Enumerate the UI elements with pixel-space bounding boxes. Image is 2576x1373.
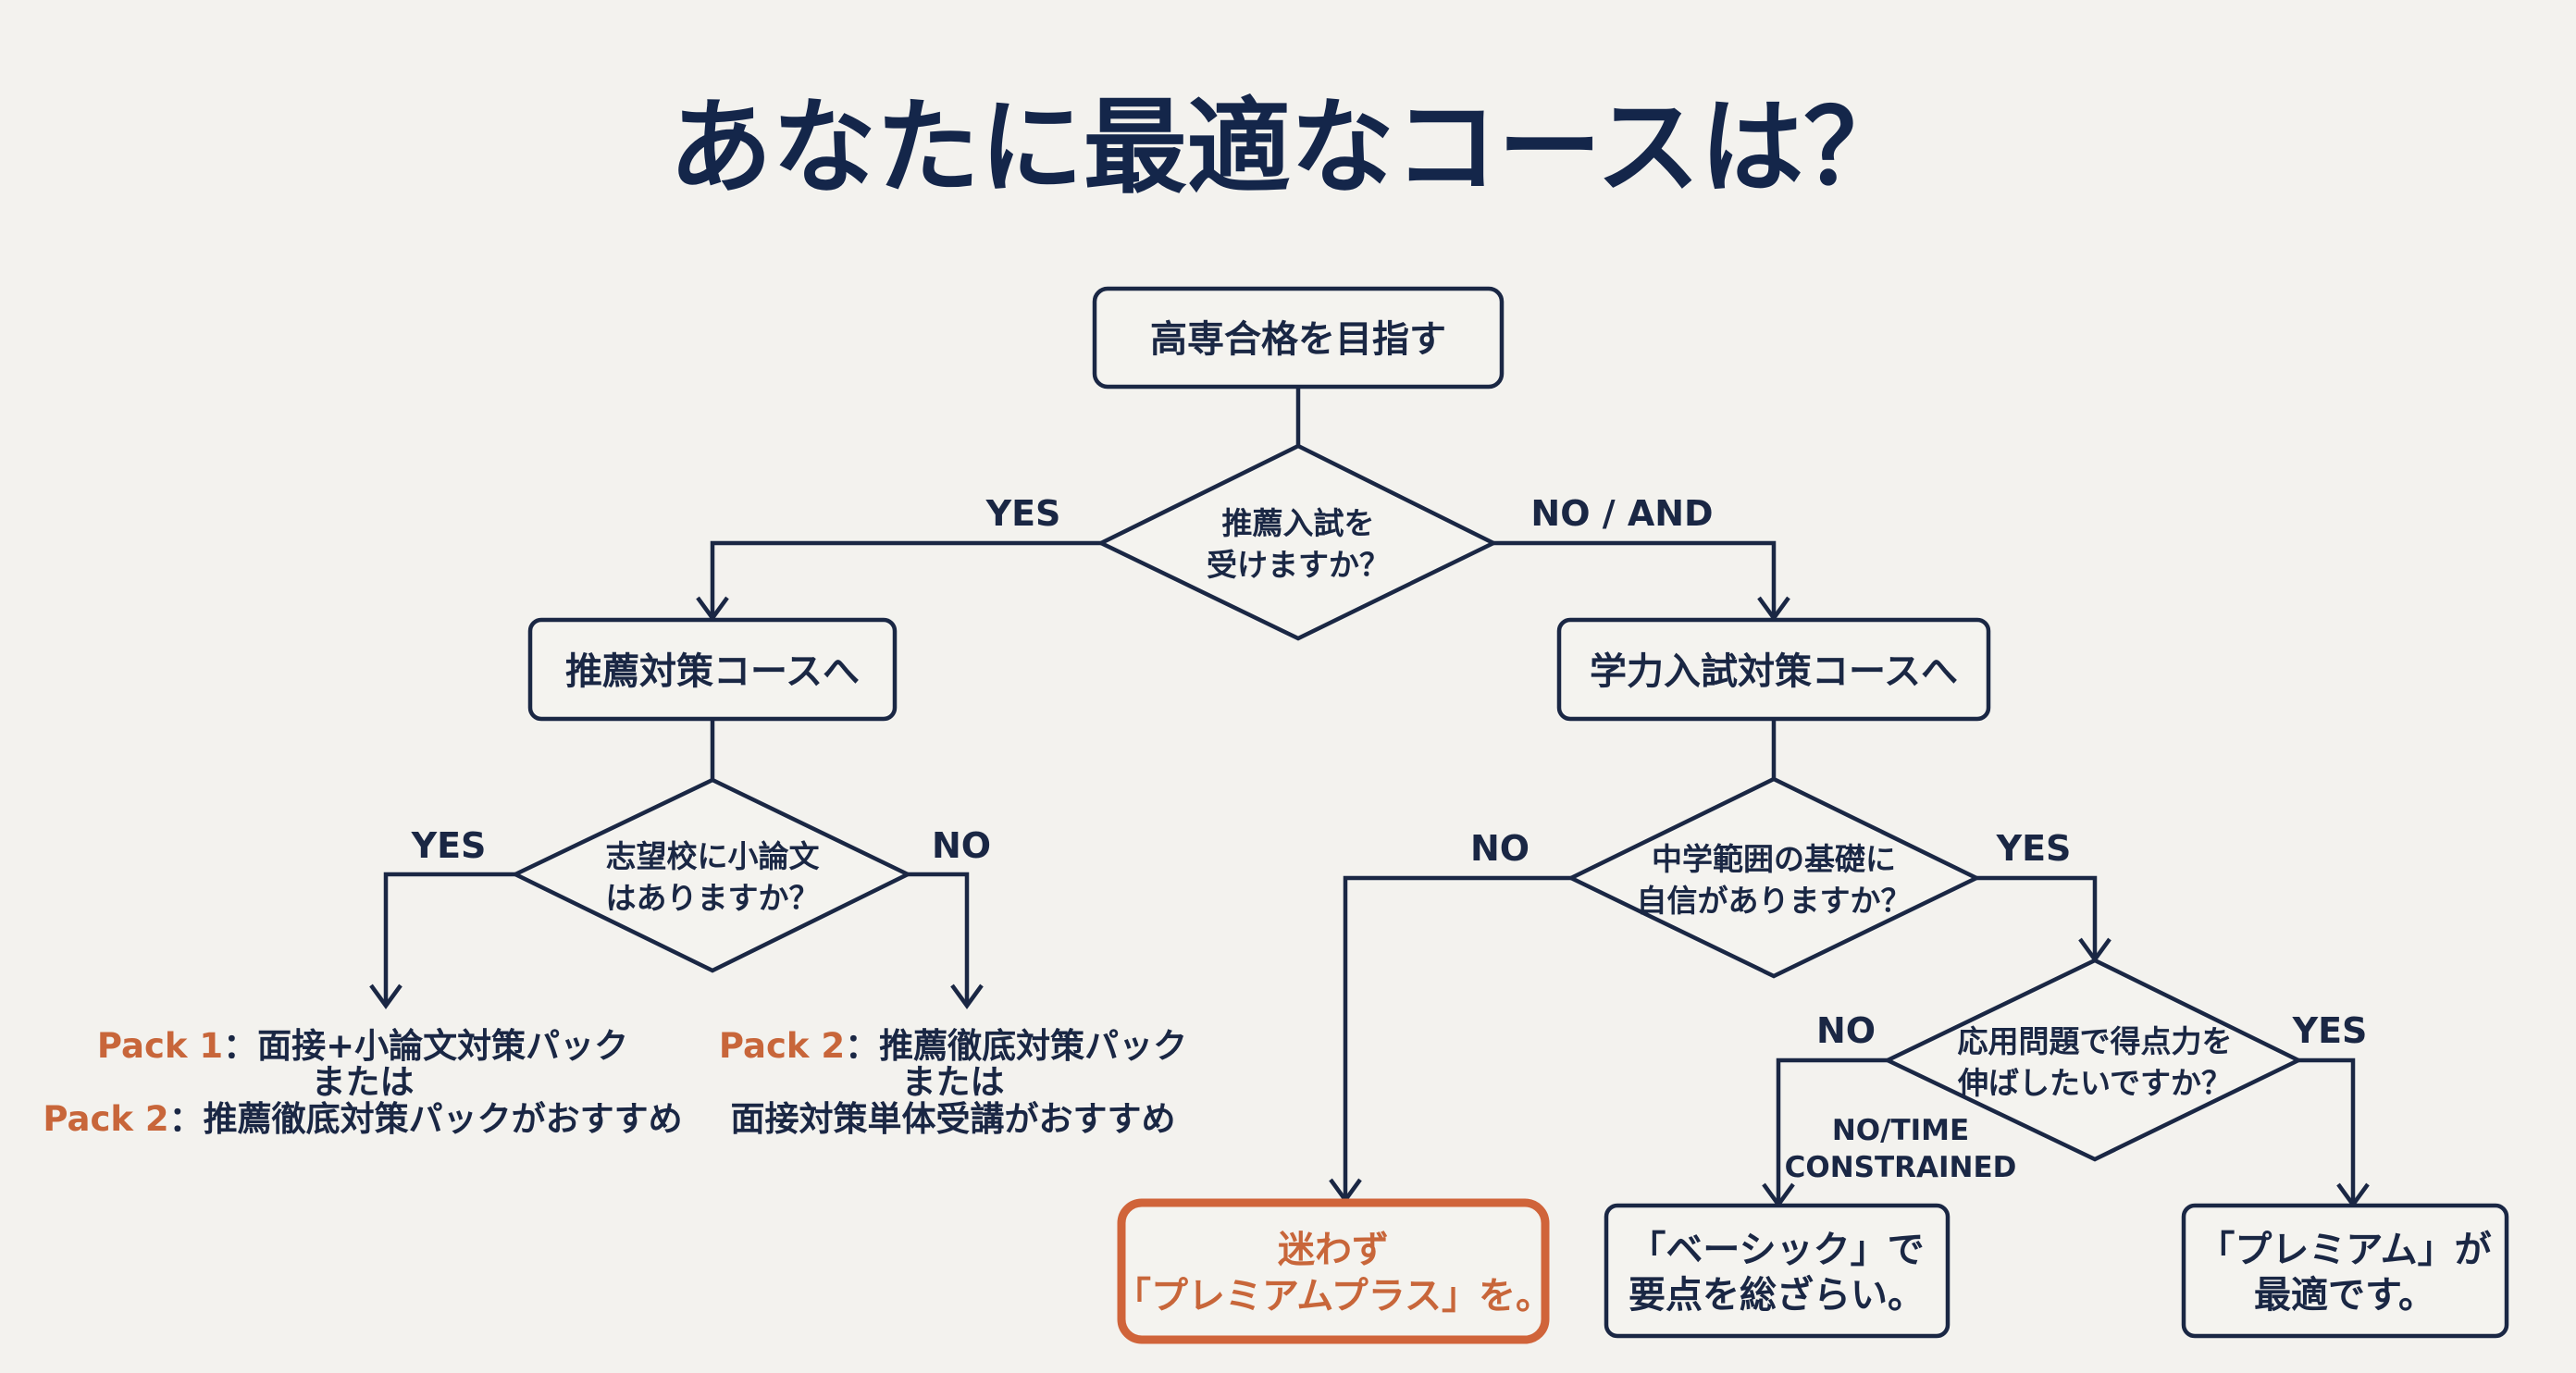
pack-label: Pack 1: [97, 1026, 223, 1066]
decision-essay: 志望校に小論文 はありますか？: [510, 777, 913, 973]
outcome-premium-plus-line-1: 迷わず: [1278, 1229, 1389, 1271]
pack-description: 面接対策単体受講がおすすめ: [731, 1099, 1176, 1139]
edge-essay-yes: [383, 872, 515, 1006]
edge-basics-no: [1343, 875, 1571, 1200]
outcome-basic: 「ベーシック」で 要点を総ざらい。: [1604, 1203, 1951, 1339]
edge-essay-no: [908, 872, 970, 1006]
page-title: あなたに最適なコースは？: [669, 88, 1907, 208]
outcome-premium-line-2: 最適です。: [2254, 1274, 2435, 1317]
or-text: または: [312, 1062, 415, 1102]
node-academic-course-box: [1556, 617, 1991, 722]
decision-recommend-exam-line-1: 推薦入試を: [1222, 505, 1375, 541]
decision-basics-line-1: 中学範囲の基礎に: [1652, 841, 1896, 877]
edges: [383, 387, 2356, 1205]
decision-recommend-exam-line-2: 受けますか？: [1207, 547, 1390, 583]
decision-basics-line-2: 自信がありますか？: [1637, 883, 1912, 919]
decision-essay-line-2: はありますか？: [606, 880, 820, 916]
label-basics-no: NO: [1470, 828, 1530, 869]
label-recommend-yes: YES: [985, 493, 1061, 534]
decision-applied: 応用問題で得点力を 伸ばしたいですか？: [1882, 958, 2304, 1162]
label-applied-no-note-1: NO/TIME: [1832, 1114, 1969, 1147]
pack-description: ：推薦徹底対策パック: [845, 1026, 1187, 1066]
label-essay-no: NO: [932, 825, 991, 866]
pack-label: Pack 2: [719, 1026, 845, 1066]
outcome-basic-box: [1604, 1203, 1951, 1339]
label-essay-yes: YES: [411, 825, 487, 866]
decision-applied-line-2: 伸ばしたいですか？: [1957, 1065, 2232, 1101]
outcome-premium-plus-line-2: 「プレミアムプラス」を。: [1114, 1275, 1553, 1317]
node-academic-course-label: 学力入試対策コースへ: [1590, 650, 1958, 693]
decision-applied-line-1: 応用問題で得点力を: [1958, 1023, 2233, 1059]
outcome-premium-plus: 迷わず 「プレミアムプラス」を。: [1114, 1198, 1553, 1344]
recommendation-essay-no: Pack 2：推薦徹底対策パック または 面接対策単体受講がおすすめ: [719, 1026, 1187, 1139]
arrowhead-icon: [369, 983, 402, 1009]
label-recommend-no: NO / AND: [1530, 493, 1713, 534]
recommendation-essay-yes-line-2: または: [312, 1062, 415, 1102]
or-text: または: [902, 1062, 1005, 1102]
pack-label: Pack 2: [43, 1099, 168, 1139]
node-start-box: [1092, 286, 1505, 390]
edge-recommend-no: [1493, 540, 1777, 618]
label-applied-no: NO: [1816, 1010, 1876, 1051]
node-start-label: 高専合格を目指す: [1150, 318, 1446, 361]
decision-essay-shape: [510, 777, 913, 973]
pack-description: ：面接+小論文対策パック: [223, 1026, 628, 1066]
recommendation-essay-yes: Pack 1：面接+小論文対策パック または Pack 2：推薦徹底対策パックが…: [43, 1026, 682, 1139]
edge-applied-no: [1776, 1058, 1888, 1205]
edge-basics-yes: [1976, 875, 2098, 959]
label-applied-yes: YES: [2292, 1010, 2368, 1051]
label-basics-yes: YES: [1996, 828, 2072, 869]
outcome-premium-plus-box: [1117, 1198, 1550, 1344]
outcome-premium: 「プレミアム」が 最適です。: [2181, 1203, 2509, 1339]
node-recommend-course: 推薦対策コースへ: [527, 617, 898, 722]
recommendation-essay-no-line-2: または: [902, 1062, 1005, 1102]
node-start: 高専合格を目指す: [1092, 286, 1505, 390]
node-recommend-course-label: 推薦対策コースへ: [565, 650, 860, 693]
edge-applied-yes: [2298, 1058, 2356, 1205]
pack-description: ：推薦徹底対策パックがおすすめ: [169, 1099, 683, 1139]
decision-basics-shape: [1566, 776, 1982, 979]
outcome-basic-line-1: 「ベーシック」で: [1629, 1229, 1924, 1271]
recommendation-essay-no-line-3: 面接対策単体受講がおすすめ: [731, 1099, 1176, 1139]
label-applied-no-note-2: CONSTRAINED: [1785, 1151, 2017, 1184]
node-academic-course: 学力入試対策コースへ: [1556, 617, 1991, 722]
recommendation-essay-yes-line-3: Pack 2：推薦徹底対策パックがおすすめ: [43, 1099, 682, 1139]
node-recommend-course-box: [527, 617, 898, 722]
outcome-premium-line-1: 「プレミアム」が: [2198, 1229, 2491, 1271]
recommendation-essay-no-line-1: Pack 2：推薦徹底対策パック: [719, 1026, 1187, 1066]
edge-labels: YES NO / AND YES NO NO YES NO YES NO/TIM…: [411, 493, 2368, 1184]
outcome-basic-line-2: 要点を総ざらい。: [1629, 1274, 1925, 1317]
edge-recommend-yes: [710, 540, 1101, 618]
decision-applied-shape: [1882, 958, 2304, 1162]
decision-recommend-exam-shape: [1096, 443, 1499, 641]
decision-basics: 中学範囲の基礎に 自信がありますか？: [1566, 776, 1982, 979]
decision-recommend-exam: 推薦入試を 受けますか？: [1096, 443, 1499, 641]
recommendation-essay-yes-line-1: Pack 1：面接+小論文対策パック: [97, 1026, 628, 1066]
decision-essay-line-1: 志望校に小論文: [606, 838, 820, 874]
outcome-premium-box: [2181, 1203, 2509, 1339]
arrowhead-icon: [950, 983, 984, 1009]
